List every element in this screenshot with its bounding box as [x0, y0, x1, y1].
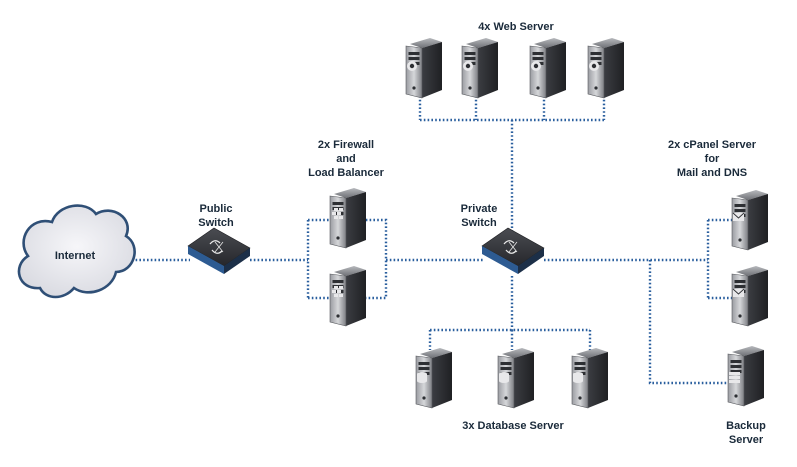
web-server-icon	[405, 37, 625, 99]
private-switch-label: Private Switch	[460, 203, 498, 229]
firewall-label: 2x Firewall and Load Balancer	[308, 139, 384, 179]
public-switch-icon	[187, 227, 251, 274]
mail-server-icon	[731, 189, 769, 327]
connections	[128, 96, 734, 385]
link-firewall-loop-right	[362, 218, 388, 300]
private-switch-icon	[481, 227, 545, 274]
cpanel-servers-label: 2x cPanel Server for Mail and DNS	[667, 139, 757, 179]
firewall-server-icon	[329, 187, 367, 327]
link-db-bus	[428, 328, 592, 350]
web-servers-label: 4x Web Server	[478, 21, 554, 33]
public-switch-label: Public Switch	[198, 203, 234, 229]
link-firewall-loop-left	[306, 218, 332, 300]
link-cpanel-bus	[706, 218, 734, 300]
cloud-icon	[17, 204, 136, 299]
backup-server-label: Backup Server	[726, 420, 766, 446]
link-backup	[648, 260, 728, 385]
internet-label: Internet	[54, 250, 96, 262]
link-web-bus	[418, 96, 606, 122]
database-servers-label: 3x Database Server	[462, 420, 564, 432]
database-server-icon	[415, 347, 609, 409]
backup-server-icon	[727, 345, 765, 407]
